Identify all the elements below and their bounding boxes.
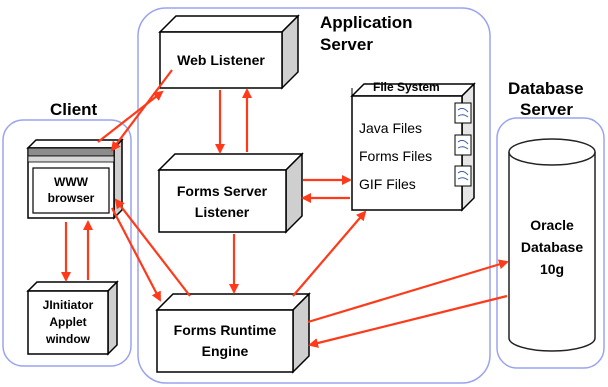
db-server-title-line1: Database: [508, 79, 584, 98]
jinitiator-label-line3: window: [45, 332, 91, 346]
application-server-region: [137, 7, 491, 384]
document-icon: [454, 102, 472, 124]
forms-runtime-engine-label-line2: Engine: [202, 343, 249, 359]
www-browser-label-line2: browser: [48, 191, 95, 205]
document-icon: [454, 165, 472, 187]
arrow-browser-to-web-listener: [97, 90, 164, 143]
file-system-item-forms: Forms Files: [359, 148, 432, 164]
jinitiator-label-line1: JInitiator: [43, 298, 94, 312]
arrow-runtime-to-filesystem: [292, 210, 367, 297]
file-system-item-gif: GIF Files: [359, 176, 416, 192]
jinitiator-applet-node: JInitiator Applet window: [26, 280, 119, 356]
oracle-db-label-line1: Oracle: [530, 217, 574, 233]
web-listener-label: Web Listener: [177, 52, 265, 68]
app-server-title-line1: Application: [320, 13, 413, 32]
forms-server-listener-label-line1: Forms Server: [177, 183, 268, 199]
www-browser-label-line1: WWW: [54, 175, 89, 189]
document-icon: [454, 134, 472, 156]
oracle-database-node: Oracle Database 10g: [508, 138, 596, 352]
forms-runtime-engine-node: Forms Runtime Engine: [155, 292, 311, 374]
forms-server-listener-label-line2: Listener: [195, 204, 250, 220]
file-system-node: File System Java Files Forms Files GIF F…: [350, 80, 476, 212]
db-server-title-line2: Server: [520, 100, 573, 119]
app-server-title-line2: Server: [320, 35, 373, 54]
file-system-item-java: Java Files: [359, 120, 422, 136]
oracle-db-label-line3: 10g: [540, 261, 564, 277]
arrow-database-to-runtime: [308, 294, 508, 348]
www-browser-node: WWW browser: [26, 138, 124, 220]
forms-server-listener-node: Forms Server Listener: [157, 152, 304, 234]
arrow-runtime-to-database: [307, 259, 509, 324]
file-system-title: File System: [373, 80, 440, 94]
arrow-runtime-to-browser: [114, 198, 191, 297]
client-region-title: Client: [50, 100, 98, 119]
arrow-web-listener-to-browser: [110, 69, 173, 152]
database-server-region: [496, 117, 605, 369]
jinitiator-label-line2: Applet: [49, 315, 86, 329]
forms-runtime-engine-label-line1: Forms Runtime: [174, 322, 277, 338]
arrow-browser-to-runtime: [111, 207, 161, 302]
connection-arrows: [61, 69, 509, 348]
oracle-db-label-line2: Database: [521, 239, 583, 255]
web-listener-node: Web Listener: [158, 14, 300, 90]
